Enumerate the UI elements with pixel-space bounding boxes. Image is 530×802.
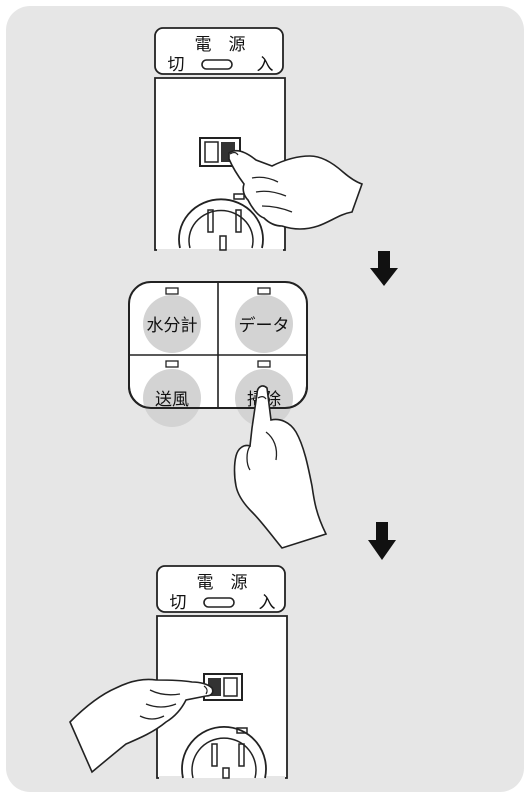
data-button-label: データ bbox=[239, 315, 290, 336]
on-label: 入 bbox=[257, 55, 274, 75]
pointing-hand-icon bbox=[233, 385, 328, 549]
moisture-button-label: 水分計 bbox=[147, 316, 198, 336]
led-indicator bbox=[165, 287, 179, 295]
moisture-button[interactable] bbox=[143, 295, 201, 353]
power-label-box bbox=[156, 565, 286, 613]
outlet-icon bbox=[178, 198, 264, 249]
toggle-indicator-icon bbox=[201, 59, 233, 70]
power-label-box bbox=[154, 27, 284, 75]
power-label: 電 源 bbox=[195, 35, 246, 55]
led-indicator bbox=[257, 287, 271, 295]
step1-power-on: 電 源 切 入 bbox=[154, 27, 364, 253]
led-indicator bbox=[257, 360, 271, 368]
off-label: 切 bbox=[170, 593, 187, 613]
on-label: 入 bbox=[259, 593, 276, 613]
fan-button-label: 送風 bbox=[155, 390, 189, 410]
step3-power-off: 電 源 切 入 bbox=[69, 565, 288, 782]
data-button[interactable] bbox=[235, 295, 293, 353]
switch-rocker bbox=[204, 141, 219, 163]
fan-button[interactable] bbox=[143, 369, 201, 427]
down-arrow-icon bbox=[370, 251, 398, 286]
switch-rocker bbox=[223, 677, 238, 697]
hand-icon bbox=[69, 678, 214, 774]
power-label: 電 源 bbox=[197, 573, 248, 593]
toggle-indicator-icon bbox=[203, 597, 235, 608]
off-label: 切 bbox=[168, 55, 185, 75]
led-indicator bbox=[165, 360, 179, 368]
step2-control-panel: 水分計 データ 送風 掃除 bbox=[128, 281, 328, 549]
outlet-icon bbox=[181, 725, 267, 779]
hand-icon bbox=[228, 150, 364, 230]
down-arrow-icon bbox=[368, 522, 396, 560]
